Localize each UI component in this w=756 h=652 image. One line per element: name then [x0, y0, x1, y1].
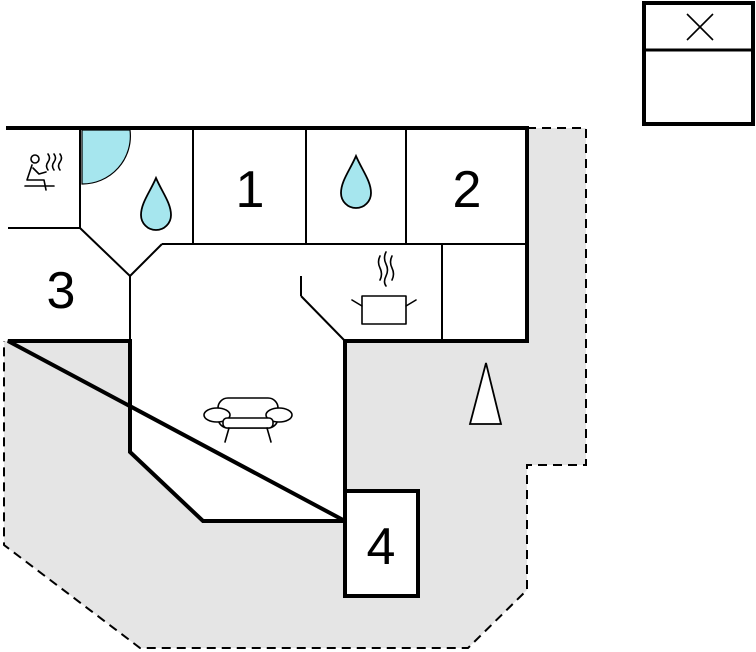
interior-walls [8, 128, 527, 342]
outer-wall [6, 126, 529, 523]
terrace-dashed-border [3, 127, 587, 649]
room-3-label: 3 [47, 262, 76, 320]
sofa-icon [203, 397, 293, 443]
room-4-box [343, 489, 420, 598]
water-drop-icon [340, 153, 372, 209]
north-arrow-icon [468, 362, 503, 425]
sauna-icon [24, 153, 63, 191]
cooking-pot-icon [351, 251, 417, 325]
terrace-area [4, 128, 586, 648]
legend-box-icon [642, 1, 755, 126]
room-4-label: 4 [367, 518, 396, 576]
house-interior [8, 128, 527, 521]
room-2-label: 2 [453, 161, 482, 219]
water-drop-icon [140, 175, 172, 231]
door-swing [81, 129, 131, 185]
room-1-label: 1 [236, 161, 265, 219]
